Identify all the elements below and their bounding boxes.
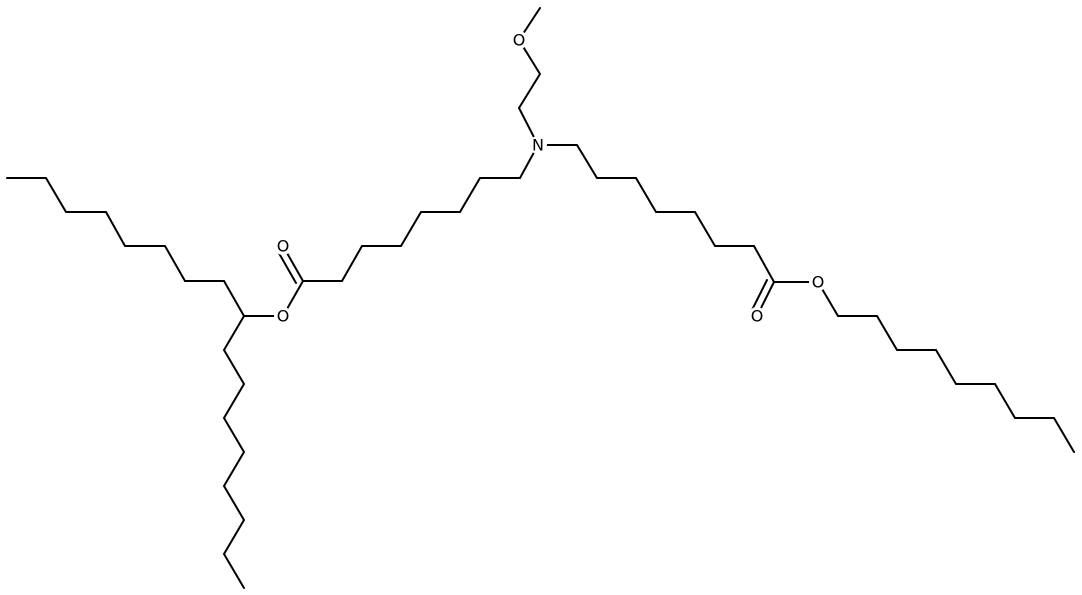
nitrogen-label: N [532,136,544,155]
methoxy-oxygen-label: O [513,31,526,50]
nonyl-chain [837,315,1075,453]
right-ester-carbonyl-oxygen-atom: O [748,307,766,326]
left-ester-ether-oxygen-atom: O [274,307,292,326]
left-ester-ether-oxygen-label: O [277,307,290,326]
lower-heptyl-chain [222,315,246,589]
right-ester-ether-bond [773,281,839,317]
upper-octyl-chain [6,177,245,317]
atom-label-layer: O N O O O O [274,31,827,326]
methoxy-oxygen-atom: O [510,31,528,50]
right-ester-ether-oxygen-label: O [812,273,825,292]
left-octanoyl-chain [302,144,539,282]
right-ester-ether-oxygen-atom: O [809,273,827,292]
left-ester-carbonyl-oxygen-atom: O [274,237,292,256]
right-octanoyl-chain [537,144,775,283]
methoxyethyl-chain [517,7,542,146]
right-ester-carbonyl-oxygen-label: O [751,307,764,326]
bond-layer [6,7,1075,589]
left-ester-ether-bond [243,280,304,317]
left-ester-carbonyl-oxygen-label: O [277,237,290,256]
nitrogen-atom: N [529,136,547,155]
